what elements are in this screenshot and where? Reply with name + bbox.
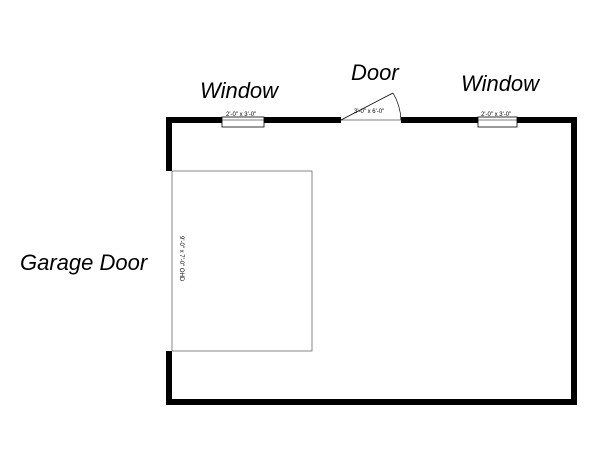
garage-door: 9'-0" x 7'-0" OHD xyxy=(171,170,313,352)
window-left: 2'-0" x 3'-0" xyxy=(221,112,265,128)
wall-top-right xyxy=(517,117,576,123)
wall-left-bottom xyxy=(166,351,172,405)
door-swing-arc xyxy=(392,92,402,121)
wall-top-middle-left xyxy=(264,117,341,123)
door-leaf xyxy=(340,92,394,121)
wall-bottom xyxy=(166,399,577,405)
wall-right xyxy=(571,117,577,405)
walls xyxy=(166,117,577,405)
window-right: 2'-0" x 3'-0" xyxy=(477,112,518,128)
door-label: Door xyxy=(351,60,399,85)
garage-door-dimension: 9'-0" x 7'-0" OHD xyxy=(178,236,184,282)
door: 3'-0" x 6'-0" xyxy=(340,92,402,121)
window-right-dimension: 2'-0" x 3'-0" xyxy=(481,112,511,118)
door-dimension: 3'-0" x 6'-0" xyxy=(354,109,384,115)
window-left-dimension: 2'-0" x 3'-0" xyxy=(226,112,256,118)
wall-left-top xyxy=(166,117,172,171)
wall-top-left xyxy=(166,117,222,123)
garage-door-label: Garage Door xyxy=(20,250,148,275)
wall-top-middle-right xyxy=(401,117,478,123)
garage-door-outline xyxy=(171,170,313,352)
window-right-label: Window xyxy=(461,71,540,96)
window-left-label: Window xyxy=(200,78,279,103)
